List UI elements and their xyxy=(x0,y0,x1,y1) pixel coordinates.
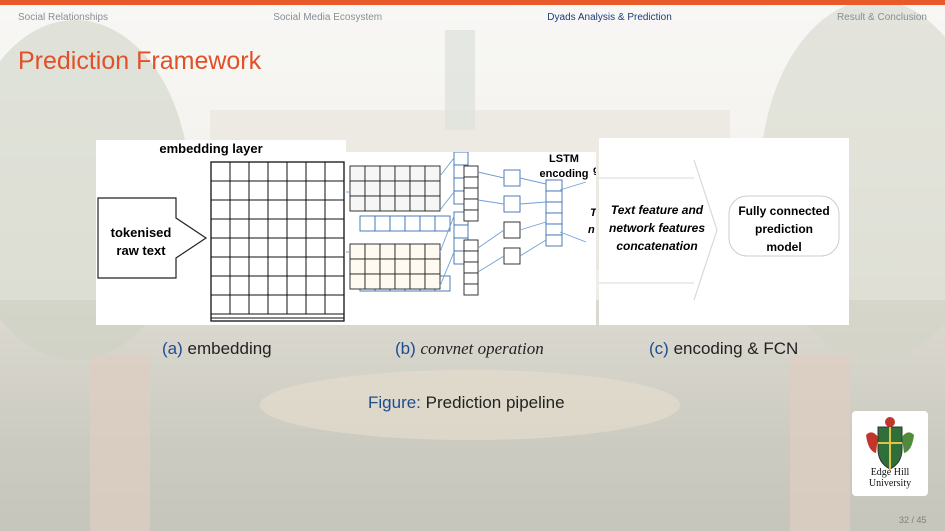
university-logo: Edge Hill University xyxy=(852,411,928,496)
embedding-grid xyxy=(210,161,345,322)
page-number: 32 / 45 xyxy=(899,515,927,525)
fcn-box xyxy=(728,195,840,257)
input-label-line2: raw text xyxy=(116,243,166,258)
fcn-line3: model xyxy=(766,240,801,254)
clipped-glyph-3: n xyxy=(588,224,595,236)
nav-item-social-media-ecosystem[interactable]: Social Media Ecosystem xyxy=(273,11,383,23)
accent-bar xyxy=(0,0,945,5)
lstm-label-line1: LSTM xyxy=(549,153,579,165)
subcaption-b-text: convnet operation xyxy=(420,339,544,358)
lstm-label-line2: encoding xyxy=(540,168,589,180)
figure-caption-text: Prediction pipeline xyxy=(425,393,565,412)
input-label-line1: tokenised xyxy=(111,225,172,240)
logo-line2: University xyxy=(868,478,912,489)
subcaption-a-label: (a) xyxy=(162,339,183,358)
subcaption-c-text: encoding & FCN xyxy=(673,339,799,358)
nav-item-result-conclusion[interactable]: Result & Conclusion xyxy=(836,11,927,23)
logo-line1: Edge Hill xyxy=(870,467,910,478)
fcn-line1: Fully connected xyxy=(738,204,829,218)
subcaption-b: (b) convnet operation xyxy=(395,339,544,359)
section-nav: Social Relationships Social Media Ecosys… xyxy=(0,5,945,29)
panel-embedding: embedding layer tokenised raw text xyxy=(96,140,346,325)
panel-fcn: Text feature and network features concat… xyxy=(599,138,849,325)
fcn-line2: prediction xyxy=(755,222,813,236)
feature-concat-line1: Text feature and xyxy=(611,203,704,217)
convnet-diagram: LSTM encoding g T n xyxy=(346,151,599,296)
subcaption-a: (a) embedding xyxy=(162,339,272,359)
embedding-header: embedding layer xyxy=(159,141,262,156)
clipped-glyph-2: T xyxy=(590,207,596,219)
nav-item-dyads-analysis[interactable]: Dyads Analysis & Prediction xyxy=(547,11,672,23)
feature-concat-line2: network features xyxy=(609,221,705,235)
nav-item-social-relationships[interactable]: Social Relationships xyxy=(18,11,109,23)
input-arrow-shape xyxy=(97,197,208,279)
crest-icon xyxy=(866,417,914,470)
clipped-glyph-1: g xyxy=(593,165,596,176)
subcaption-b-label: (b) xyxy=(395,339,416,358)
subcaption-c-label: (c) xyxy=(649,339,669,358)
figure-caption: Figure: Prediction pipeline xyxy=(368,393,565,413)
embedding-diagram: embedding layer tokenised raw text xyxy=(97,141,345,322)
subcaption-a-text: embedding xyxy=(187,339,272,358)
feature-concat-line3: concatenation xyxy=(616,239,697,253)
figure-caption-label: Figure: xyxy=(368,393,421,412)
panel-convnet: LSTM encoding g T n xyxy=(346,151,599,325)
fcn-diagram: Text feature and network features concat… xyxy=(599,159,840,301)
convnet-shapes xyxy=(346,151,587,296)
slide-title: Prediction Framework xyxy=(18,47,262,75)
subcaption-c: (c) encoding & FCN xyxy=(649,339,798,359)
